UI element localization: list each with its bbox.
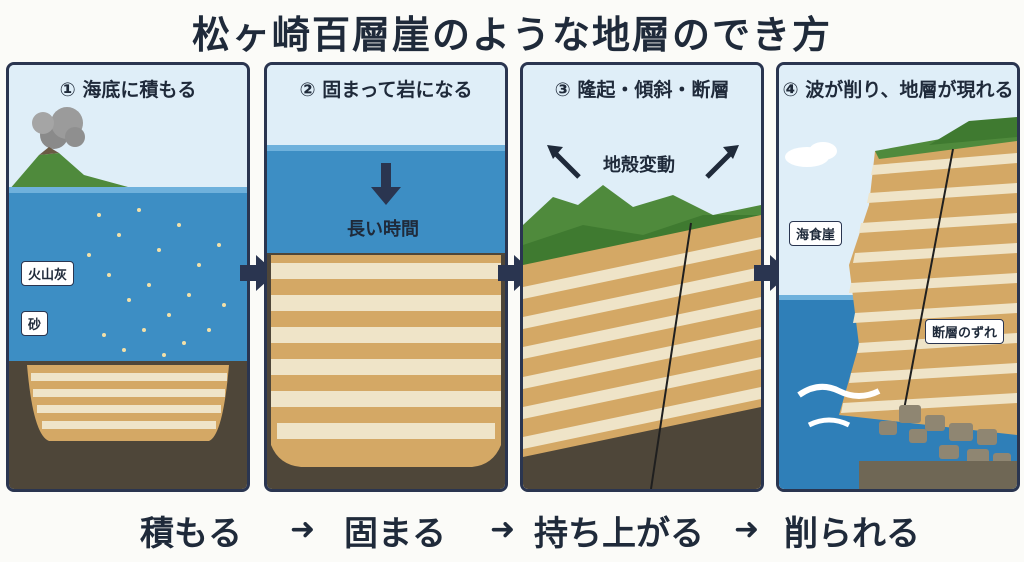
fault-offset-tag: 断層のずれ xyxy=(925,319,1005,344)
erosion-scene xyxy=(779,65,1017,489)
panel-uplift: ③ 隆起・傾斜・断層 地殻変動 xyxy=(520,62,764,492)
step-harden: 固まる xyxy=(344,514,446,554)
panel-deposit: ① 海底に積もる 火山灰 砂 xyxy=(6,62,250,492)
panel-1-label: ① 海底に積もる xyxy=(59,79,197,101)
process-summary: 積もる ➜ 固まる ➜ 持ち上がる ➜ 削られる xyxy=(0,506,1024,556)
page-title: 松ヶ崎百層崖のような地層のでき方 xyxy=(191,13,832,57)
step-uplift: 持ち上がる xyxy=(534,514,704,554)
tilted-strata xyxy=(523,215,761,489)
step-arrow-1: ➜ xyxy=(290,512,316,547)
step-accumulate: 積もる xyxy=(140,514,242,554)
sand-tag: 砂 xyxy=(21,311,49,336)
long-time-text: 長い時間 xyxy=(347,219,419,240)
step-erode: 削られる xyxy=(784,514,920,554)
deposit-scene xyxy=(9,65,247,489)
harden-scene xyxy=(267,65,505,489)
panel-3-label: ③ 隆起・傾斜・断層 xyxy=(554,79,730,101)
panel-4-label: ④ 波が削り、地層が現れる xyxy=(782,79,1014,101)
layered-cliff xyxy=(839,117,1017,435)
crustal-movement-text: 地殻変動 xyxy=(603,155,675,176)
step-arrow-2: ➜ xyxy=(490,512,516,547)
panel-erosion: ④ 波が削り、地層が現れる 海食崖 断層のずれ xyxy=(776,62,1020,492)
volcanic-ash-tag: 火山灰 xyxy=(21,261,75,286)
boulders xyxy=(879,405,1011,467)
step-arrow-3: ➜ xyxy=(734,512,760,547)
fault-line xyxy=(650,222,692,489)
panel-2-label: ② 固まって岩になる xyxy=(299,79,473,101)
uplift-scene xyxy=(523,65,761,489)
sea-cliff-tag: 海食崖 xyxy=(789,221,843,246)
falling-particles xyxy=(87,208,226,357)
panel-harden: ② 固まって岩になる 長い時間 xyxy=(264,62,508,492)
